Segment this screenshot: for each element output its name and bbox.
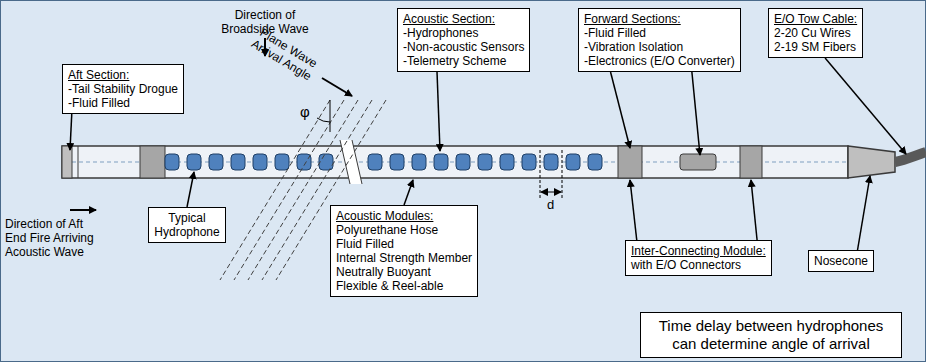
part-box: Nosecone [808, 250, 874, 272]
part-box: Typical Hydrophone [148, 207, 226, 243]
section-box: Aft Section:-Tail Stability Drogue-Fluid… [62, 64, 184, 114]
hydrophone [544, 154, 558, 170]
box-text: Typical Hydrophone [154, 211, 220, 239]
direction-label: Direction of Aft End Fire Arriving Acous… [5, 217, 97, 259]
box-text: 2-19 SM Fibers [774, 40, 857, 54]
aft-end-cap [62, 146, 72, 178]
box-text: -Telemetry Scheme [403, 54, 524, 68]
dimension-line [540, 150, 541, 198]
cable-box: E/O Tow Cable:2-20 Cu Wires2-19 SM Fiber… [768, 8, 863, 58]
coupling [618, 146, 642, 178]
nosecone [848, 146, 895, 178]
hydrophone [478, 154, 492, 170]
leader-arrow [692, 72, 700, 155]
leader-lines [70, 58, 906, 250]
hydrophone [231, 154, 245, 170]
coupling [740, 146, 762, 178]
box-text: -Hydrophones [403, 26, 524, 40]
leader-arrow [630, 180, 637, 240]
hydrophone [209, 154, 223, 170]
box-text: Polyurethane Hose [336, 223, 472, 237]
note-box: Time delay between hydrophones can deter… [640, 312, 902, 358]
box-text: -Electronics (E/O Converter) [584, 54, 735, 68]
section-box: Forward Sections:-Fluid Filled-Vibration… [578, 8, 741, 72]
hydrophone [319, 154, 333, 170]
hydrophone [165, 154, 179, 170]
leader-arrow [825, 58, 906, 154]
box-text: -Vibration Isolation [584, 40, 735, 54]
endfire-arrow [70, 209, 96, 211]
break-gap [340, 140, 362, 184]
hydrophone [275, 154, 289, 170]
hydrophone [522, 154, 536, 170]
hydrophone [368, 154, 382, 170]
hydrophone [297, 154, 311, 170]
leader-arrow [751, 180, 757, 240]
angle-symbol: φ [300, 103, 310, 120]
box-text: -Fluid Filled [68, 96, 178, 110]
hydrophone [566, 154, 580, 170]
array-tube [62, 146, 848, 178]
leader-arrow [70, 114, 72, 150]
leader-arrow [404, 180, 413, 205]
angle-reference [330, 100, 331, 132]
hydrophones [165, 154, 602, 170]
leader-arrow [858, 176, 870, 250]
box-text: -Tail Stability Drogue [68, 82, 178, 96]
section-box: Acoustic Section:-Hydrophones-Non-acoust… [397, 8, 530, 72]
dimension-arrow [551, 192, 561, 193]
eo-converter [680, 154, 716, 170]
hydrophone [412, 154, 426, 170]
box-text: Fluid Filled [336, 237, 472, 251]
box-text: with E/O Connectors [631, 258, 766, 272]
box-heading: Inter-Connecting Module: [631, 244, 766, 258]
box-text: -Fluid Filled [584, 26, 735, 40]
box-text: Flexible & Reel-able [336, 279, 472, 293]
box-text: 2-20 Cu Wires [774, 26, 857, 40]
box-heading: Forward Sections: [584, 12, 735, 26]
box-heading: Aft Section: [68, 68, 178, 82]
hydrophone [456, 154, 470, 170]
leader-arrow [187, 172, 194, 207]
tow-cable [895, 152, 926, 162]
break-line [352, 140, 362, 184]
box-heading: Acoustic Modules: [336, 209, 472, 223]
hydrophone [588, 154, 602, 170]
hydrophone [434, 154, 448, 170]
hydrophone [390, 154, 404, 170]
dimension-arrow [541, 192, 551, 193]
module-box: Inter-Connecting Module:with E/O Connect… [625, 240, 772, 276]
hydrophone [187, 154, 201, 170]
box-text: -Non-acoustic Sensors [403, 40, 524, 54]
leader-arrow [611, 72, 630, 148]
box-text: Neutrally Buoyant [336, 265, 472, 279]
plane-wave-arrow [322, 78, 352, 96]
dimension-line [562, 150, 563, 198]
box-text: Internal Strength Member [336, 251, 472, 265]
box-heading: E/O Tow Cable: [774, 12, 857, 26]
box-text: Time delay between hydrophones can deter… [649, 317, 893, 353]
box-text: Nosecone [814, 254, 868, 268]
coupling [140, 146, 165, 178]
hydrophone [500, 154, 514, 170]
module-box: Acoustic Modules:Polyurethane HoseFluid … [330, 205, 478, 297]
angle-arc [317, 118, 330, 122]
leader-arrow [437, 72, 440, 151]
dimension-label: d [547, 197, 554, 212]
box-heading: Acoustic Section: [403, 12, 524, 26]
drogue-mark [78, 146, 79, 178]
hydrophone [253, 154, 267, 170]
